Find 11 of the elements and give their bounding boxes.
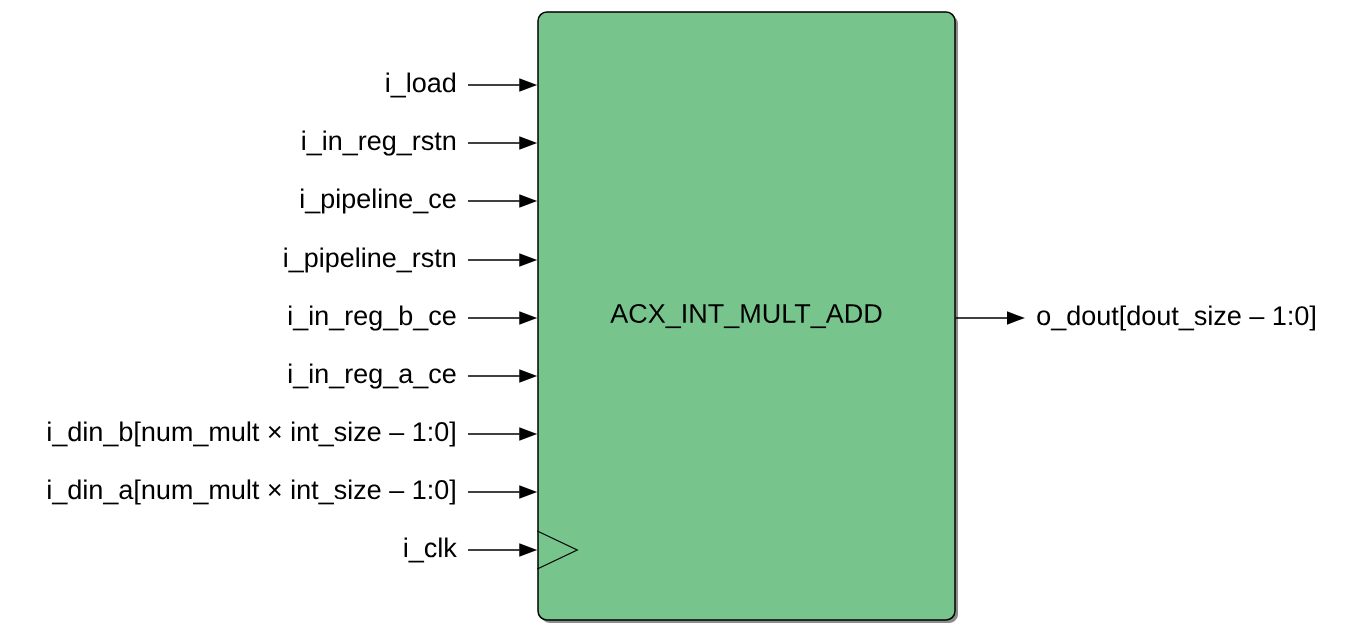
- signal-label: i_load: [386, 72, 456, 98]
- signal-label: i_in_reg_a_ce: [289, 363, 456, 389]
- signal-label: i_pipeline_rstn: [284, 247, 455, 273]
- block-box: ACX_INT_MULT_ADD: [537, 11, 958, 623]
- signal-label: i_in_reg_b_ce: [289, 305, 456, 331]
- signal-label: i_din_a[num_mult × int_size – 1:0]: [48, 479, 455, 505]
- signal-label: i_in_reg_rstn: [302, 130, 456, 156]
- signal-label: i_clk: [404, 537, 457, 563]
- signal-label: i_din_b[num_mult × int_size – 1:0]: [48, 421, 455, 447]
- signal-label: i_pipeline_ce: [301, 188, 456, 214]
- signal-label: o_dout[dout_size – 1:0]: [1037, 305, 1315, 331]
